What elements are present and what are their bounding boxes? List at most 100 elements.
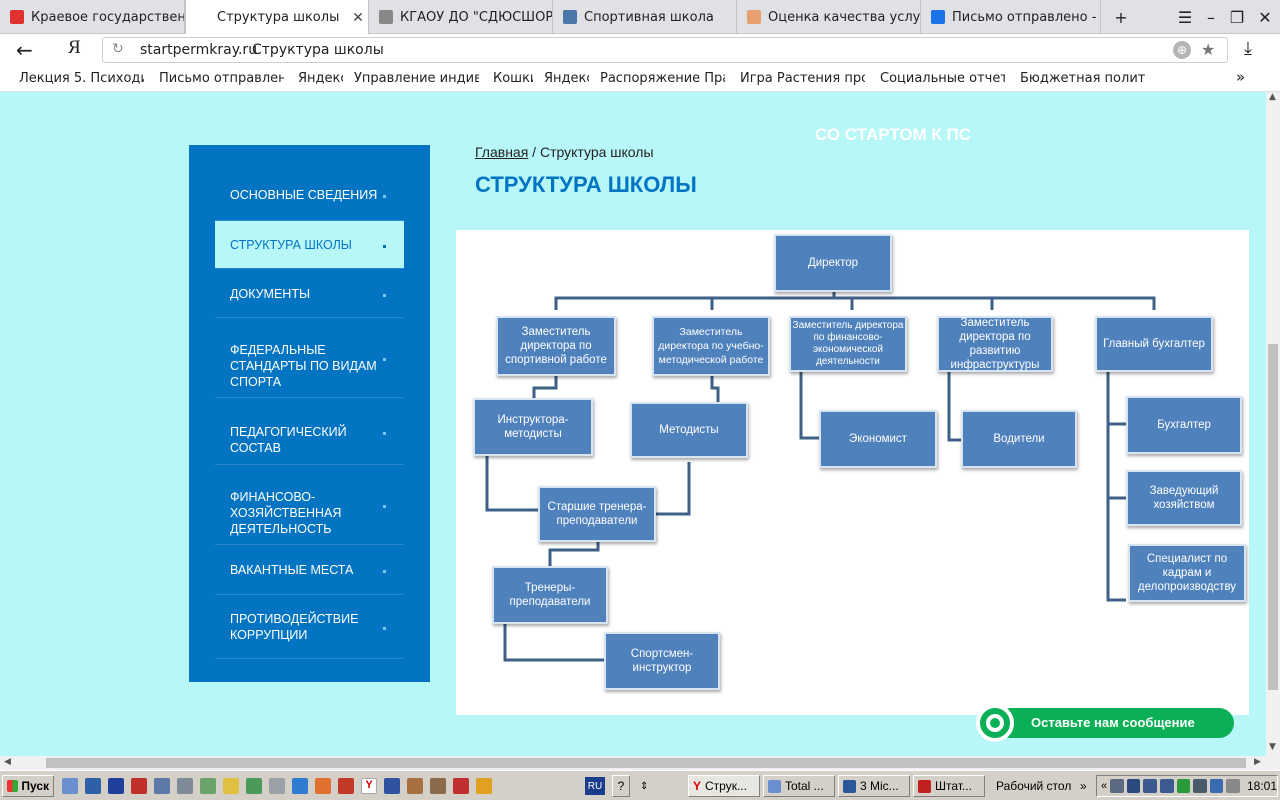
tray-icon[interactable] xyxy=(1126,779,1141,793)
ie-icon[interactable] xyxy=(292,778,308,794)
breadcrumb-current: Структура школы xyxy=(539,144,654,160)
sidebar-item-1[interactable]: СТРУКТУРА ШКОЛЫ xyxy=(215,221,404,269)
sidebar-dot-icon xyxy=(383,505,386,508)
tab-2[interactable]: КГАОУ ДО "СДЮСШОР "С xyxy=(369,0,553,34)
bookmark-item[interactable]: Лекция 5. Психодина xyxy=(19,71,144,86)
menu-icon[interactable]: ☰ xyxy=(1177,7,1193,27)
task-button-word[interactable]: 3 Mic... xyxy=(838,775,910,797)
tray-icon[interactable] xyxy=(1193,779,1207,793)
quicklaunch-icon[interactable] xyxy=(384,778,400,794)
chat-button[interactable]: Оставьте нам сообщение xyxy=(996,708,1234,738)
new-tab-button[interactable]: + xyxy=(1114,7,1128,27)
breadcrumb-separator: / xyxy=(528,144,540,160)
back-icon[interactable]: ← xyxy=(16,38,33,62)
chat-icon[interactable] xyxy=(976,704,1014,742)
tab-5[interactable]: Письмо отправлено - По xyxy=(921,0,1101,34)
sidebar-dot-icon xyxy=(383,570,386,573)
restore-icon[interactable]: ❐ xyxy=(1229,7,1245,27)
minimize-icon[interactable]: – xyxy=(1207,7,1215,27)
address-bar[interactable]: ↻ startpermkray.ru Структура школы ⊕ ★ xyxy=(102,37,1228,63)
tab-favicon-icon xyxy=(196,10,210,25)
bookmark-item[interactable]: Кошки xyxy=(493,71,533,86)
horizontal-scroll-thumb[interactable] xyxy=(46,758,1246,768)
tab-3[interactable]: Спортивная школа xyxy=(553,0,737,34)
org-box-methodists: Методисты xyxy=(630,402,748,458)
bookmark-item[interactable]: Социальные отчеты xyxy=(880,71,1005,86)
quicklaunch-icon[interactable] xyxy=(407,778,423,794)
toolbar-expand[interactable]: » xyxy=(1080,779,1087,793)
chat-widget[interactable]: Оставьте нам сообщение xyxy=(976,704,1234,742)
volume-icon[interactable] xyxy=(1226,779,1240,793)
vertical-scroll-thumb[interactable] xyxy=(1268,344,1278,690)
quicklaunch-icon[interactable] xyxy=(338,778,354,794)
quicklaunch-icon[interactable] xyxy=(223,778,239,794)
bookmark-item[interactable]: Письмо отправлено - xyxy=(159,71,284,86)
bookmark-item[interactable]: Яндекс xyxy=(298,71,343,86)
sidebar-dot-icon xyxy=(383,294,386,297)
help-icon[interactable]: ? xyxy=(612,775,630,797)
tab-title: Спортивная школа xyxy=(584,9,714,25)
bookmarks-more[interactable]: » xyxy=(1236,68,1246,86)
horizontal-scrollbar[interactable]: ◀ ▶ xyxy=(0,756,1280,770)
sidebar-item-7[interactable]: ПРОТИВОДЕЙСТВИЕ КОРРУПЦИИ xyxy=(215,595,404,659)
task-button-pdf[interactable]: Штат... xyxy=(913,775,985,797)
language-indicator[interactable]: RU xyxy=(585,777,605,795)
org-box-hr: Специалист по кадрам и делопроизводству xyxy=(1128,544,1246,602)
bookmark-item[interactable]: Игра Растения проти xyxy=(740,71,865,86)
breadcrumb-home-link[interactable]: Главная xyxy=(475,144,529,160)
start-button[interactable]: Пуск xyxy=(2,775,54,797)
clock: 18:01 xyxy=(1247,779,1278,793)
page-title: СТРУКТУРА ШКОЛЫ xyxy=(475,172,697,197)
tab-0[interactable]: Краевое государственно xyxy=(0,0,185,34)
task-button-total[interactable]: Total ... xyxy=(763,775,835,797)
close-window-icon[interactable]: ✕ xyxy=(1258,7,1272,27)
tab-1[interactable]: Структура школы✕ xyxy=(185,0,369,35)
quicklaunch-icon[interactable] xyxy=(430,778,446,794)
address-domain: startpermkray.ru xyxy=(140,42,258,58)
reload-icon[interactable]: ↻ xyxy=(112,41,124,57)
bookmark-item[interactable]: Бюджетная политика xyxy=(1020,71,1145,86)
quicklaunch-icon[interactable] xyxy=(200,778,216,794)
filezilla-icon[interactable] xyxy=(131,778,147,794)
quicklaunch-icon[interactable] xyxy=(453,778,469,794)
sidebar-item-3[interactable]: ФЕДЕРАЛЬНЫЕ СТАНДАРТЫ ПО ВИДАМ СПОРТА xyxy=(215,318,404,398)
sidebar-item-6[interactable]: ВАКАНТНЫЕ МЕСТА xyxy=(215,545,404,595)
bookmark-item[interactable]: Распоряжение Прави xyxy=(600,71,725,86)
desktop-label[interactable]: Рабочий стол xyxy=(996,779,1072,793)
protect-icon[interactable]: ⊕ xyxy=(1173,41,1191,59)
quicklaunch-icon[interactable] xyxy=(315,778,331,794)
quicklaunch-icon[interactable] xyxy=(154,778,170,794)
expand-icon[interactable]: ⇕ xyxy=(640,780,649,792)
download-icon[interactable]: ⤓ xyxy=(1244,38,1252,59)
bookmark-item[interactable]: Яндекс xyxy=(544,71,589,86)
tray-icon[interactable] xyxy=(1110,779,1124,793)
tray-icon[interactable] xyxy=(1209,779,1224,793)
sidebar-item-4[interactable]: ПЕДАГОГИЧЕСКИЙ СОСТАВ xyxy=(215,399,404,465)
sidebar-item-2[interactable]: ДОКУМЕНТЫ xyxy=(215,270,404,318)
bookmark-star-icon[interactable]: ★ xyxy=(1201,40,1216,59)
sidebar-dot-icon xyxy=(383,432,386,435)
tab-close-icon[interactable]: ✕ xyxy=(352,9,364,26)
quicklaunch-icon[interactable] xyxy=(85,778,101,794)
yandex-logo[interactable]: Я xyxy=(68,37,81,58)
sidebar-dot-icon xyxy=(383,358,386,361)
vertical-scrollbar[interactable]: ▲ ▼ xyxy=(1266,92,1280,756)
sidebar-item-5[interactable]: ФИНАНСОВО-ХОЗЯЙСТВЕННАЯ ДЕЯТЕЛЬНОСТЬ xyxy=(215,465,404,545)
tab-4[interactable]: Оценка качества услу xyxy=(737,0,921,34)
bookmark-item[interactable]: Управление индивиду xyxy=(354,71,479,86)
org-box-sportsman: Спортсмен-инструктор xyxy=(604,632,720,690)
sidebar-item-0[interactable]: ОСНОВНЫЕ СВЕДЕНИЯ xyxy=(215,169,404,221)
yandex-icon[interactable]: Y xyxy=(361,778,377,794)
quicklaunch-icon[interactable] xyxy=(62,778,78,794)
tray-icon[interactable] xyxy=(1143,779,1157,793)
quicklaunch-icon[interactable] xyxy=(476,778,492,794)
quicklaunch-icon[interactable] xyxy=(177,778,193,794)
windows-logo-icon xyxy=(7,780,19,792)
wifi-icon[interactable] xyxy=(1176,779,1191,793)
quicklaunch-icon[interactable] xyxy=(246,778,262,794)
quicklaunch-icon[interactable] xyxy=(269,778,285,794)
tab-favicon-icon xyxy=(379,10,393,24)
bluetooth-icon[interactable] xyxy=(108,778,124,794)
tray-icon[interactable] xyxy=(1159,779,1174,793)
